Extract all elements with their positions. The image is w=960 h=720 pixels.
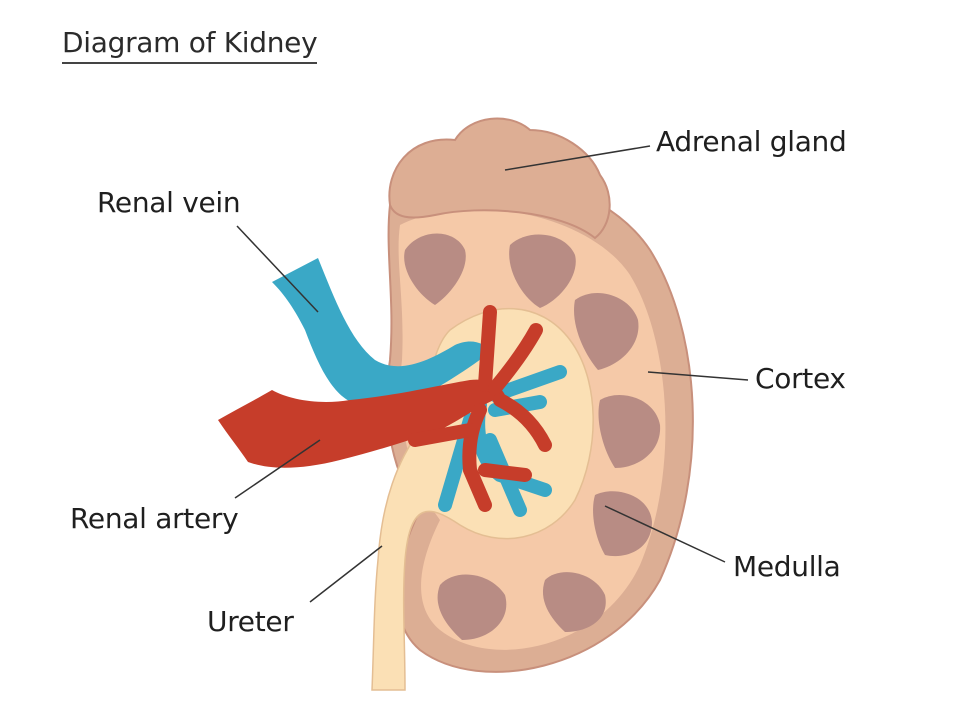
diagram-title: Diagram of Kidney (62, 26, 318, 64)
label-renal-vein: Renal vein (97, 186, 241, 219)
leader-medulla (604, 505, 726, 563)
pyramid-1 (404, 233, 466, 305)
renal-vein-shape (272, 258, 490, 407)
leader-cortex (647, 371, 749, 381)
label-ureter: Ureter (207, 605, 294, 638)
pyramid-7 (437, 574, 507, 640)
pyramid-2 (509, 234, 576, 308)
adrenal-gland-shape (388, 117, 611, 240)
label-medulla: Medulla (733, 550, 841, 583)
label-renal-artery: Renal artery (70, 502, 239, 535)
leader-renal-artery (234, 439, 321, 499)
pyramid-4 (598, 394, 661, 468)
artery-branches (408, 305, 552, 512)
pyramid-3 (574, 292, 639, 370)
leader-adrenal-gland (504, 145, 651, 171)
label-cortex: Cortex (755, 362, 846, 395)
label-adrenal-gland: Adrenal gland (656, 125, 847, 158)
renal-artery-shape (218, 379, 505, 468)
leader-renal-vein (236, 225, 319, 313)
leader-ureter (309, 545, 383, 603)
pyramid-6 (542, 572, 606, 632)
